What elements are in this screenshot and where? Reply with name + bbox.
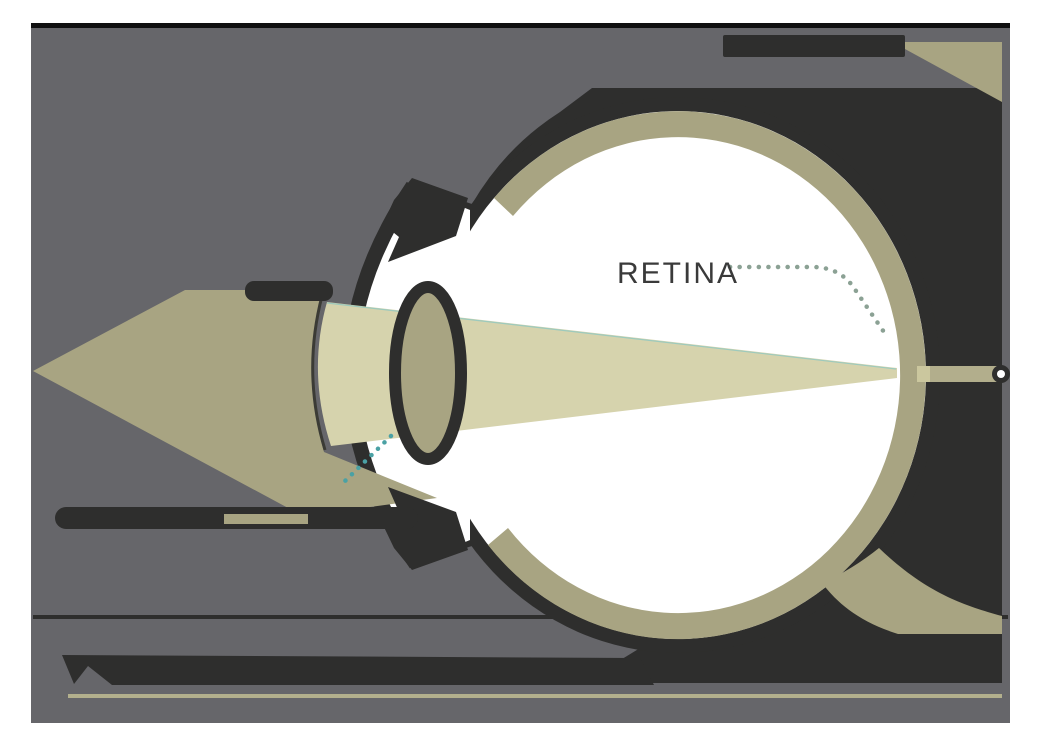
focal-bar [930,366,998,382]
optic-nerve [822,548,1002,634]
sclera-ring [488,111,926,640]
light-beam-outer [33,290,437,516]
divider-line-olive [68,694,1002,698]
bottom-wedge-bar [62,655,654,685]
baseline-line [33,615,1008,619]
lens [389,281,467,465]
retina-leader-dotted-line [727,264,891,341]
focal-point-marker-center [997,370,1005,378]
retina-label: RETINA [617,257,739,290]
ciliary-arrow-top [383,178,468,262]
focal-bar-junction [917,366,933,382]
cornea-front-line [311,295,327,451]
mid-bar-olive-strip [224,514,308,524]
panel-top-border [31,23,1010,28]
lens-leader-dotted-line [341,433,394,485]
redacted-bar-upper-left [245,281,333,301]
light-wedge-top-right [905,42,1002,102]
redacted-bar-top-right [723,35,905,57]
